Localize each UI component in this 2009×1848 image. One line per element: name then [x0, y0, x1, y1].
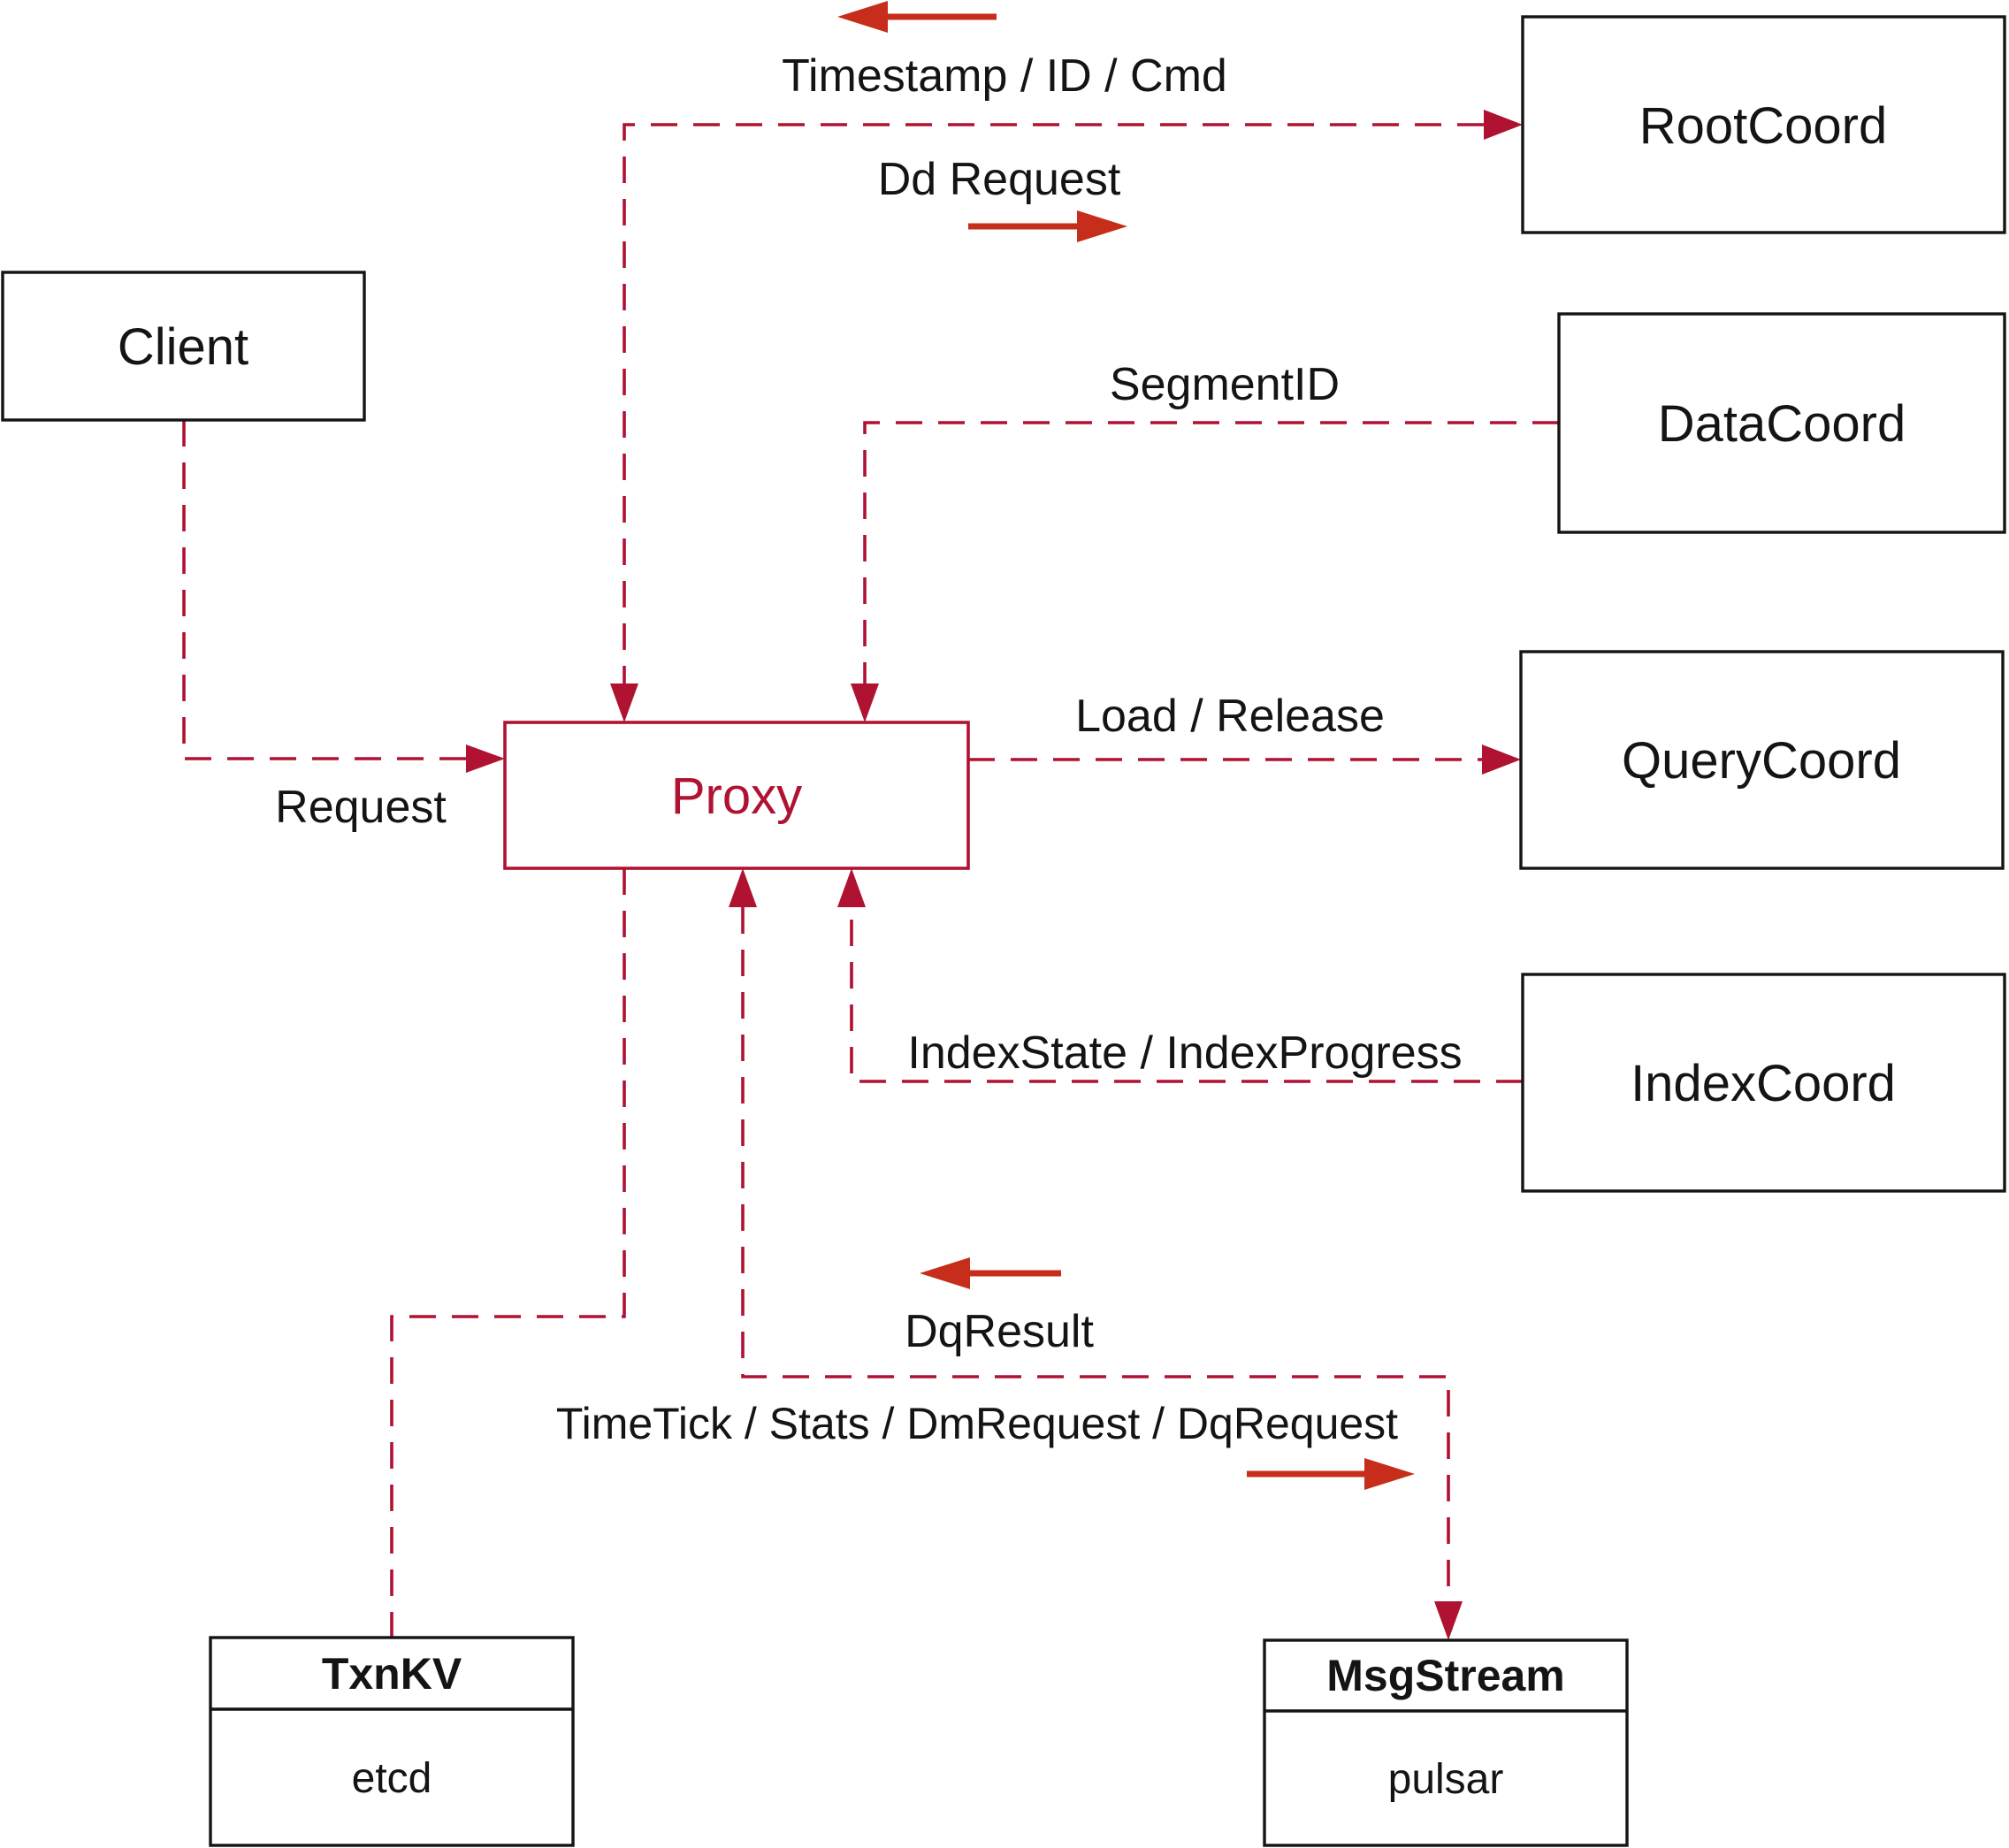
edge-label-dd-request: Dd Request [878, 154, 1121, 205]
arrowhead-into-proxy-top-left [610, 683, 638, 722]
edge-datacoord-proxy [851, 421, 1559, 722]
edge-proxy-txnkv [390, 868, 626, 1638]
node-title-txnkv: TxnKV [322, 1649, 462, 1699]
node-indexcoord: IndexCoord [1521, 973, 2006, 1193]
edge-label-timetick: TimeTick / Stats / DmRequest / DqRequest [556, 1399, 1398, 1448]
node-label-client: Client [118, 318, 248, 376]
arrowhead-into-proxy-left [466, 745, 505, 773]
edge-proxy-querycoord [968, 745, 1521, 775]
right-arrow-icon [1077, 210, 1127, 242]
arrowhead-into-proxy-top-right [851, 683, 879, 722]
dq-result-direction-arrow [920, 1257, 1061, 1289]
node-title-msgstream: MsgStream [1326, 1651, 1565, 1700]
node-sub-pulsar: pulsar [1388, 1756, 1504, 1803]
right-arrow-icon [1364, 1458, 1415, 1490]
node-label-proxy: Proxy [671, 767, 802, 825]
timestamp-direction-arrow [837, 1, 997, 33]
edge-label-load-release: Load / Release [1075, 691, 1385, 742]
timetick-direction-arrow [1247, 1458, 1415, 1490]
left-arrow-icon [920, 1257, 970, 1289]
node-label-querycoord: QueryCoord [1622, 732, 1901, 790]
edge-label-segment-id: SegmentID [1110, 359, 1340, 410]
edge-proxy-rootcoord [610, 110, 1523, 722]
node-txnkv: TxnKV etcd [209, 1636, 575, 1847]
left-arrow-icon [837, 1, 888, 33]
arrowhead-into-rootcoord [1484, 110, 1523, 140]
edge-proxy-msgstream [729, 868, 1463, 1640]
node-label-rootcoord: RootCoord [1639, 97, 1887, 155]
edge-label-request: Request [275, 782, 447, 833]
node-client: Client [1, 271, 366, 422]
node-label-datacoord: DataCoord [1658, 395, 1906, 453]
node-msgstream: MsgStream pulsar [1263, 1638, 1629, 1847]
edge-indexcoord-proxy [837, 868, 1523, 1083]
node-proxy: Proxy [503, 721, 970, 870]
edge-label-timestamp: Timestamp / ID / Cmd [782, 50, 1227, 102]
node-label-indexcoord: IndexCoord [1631, 1055, 1896, 1112]
edge-label-dq-result: DqResult [905, 1306, 1094, 1357]
edge-label-index-state: IndexState / IndexProgress [907, 1027, 1462, 1079]
arrowhead-into-querycoord [1482, 745, 1521, 775]
arrowhead-into-msgstream [1434, 1601, 1463, 1640]
arrowhead-into-proxy-bottom-left [729, 868, 757, 907]
node-datacoord: DataCoord [1557, 312, 2006, 534]
node-rootcoord: RootCoord [1521, 15, 2006, 234]
node-sub-etcd: etcd [352, 1755, 432, 1802]
edge-client-proxy [182, 420, 505, 773]
node-querycoord: QueryCoord [1519, 650, 2005, 870]
dd-request-direction-arrow [968, 210, 1127, 242]
arrowhead-into-proxy-bottom-right [837, 868, 866, 907]
